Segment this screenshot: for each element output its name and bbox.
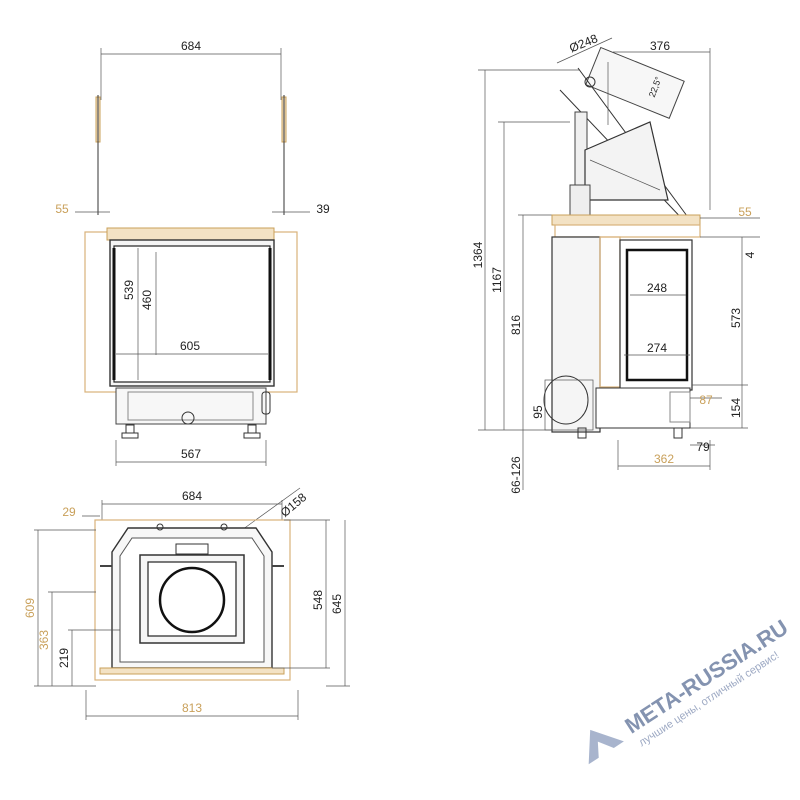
plan-depth-645-label: 645: [330, 594, 344, 614]
side-height-1167-label: 1167: [490, 267, 504, 293]
front-view: 684 55 39 539 460 605: [55, 39, 330, 466]
side-flue-diameter-label: Ø248: [567, 31, 600, 55]
watermark-brand: META-RUSSIA.RU: [620, 615, 792, 739]
front-height-inner-label: 460: [140, 290, 154, 310]
side-dim-154-label: 154: [729, 398, 743, 418]
side-legs-label: 66-126: [509, 456, 523, 494]
side-inner-248-label: 248: [647, 281, 667, 295]
side-total-height-label: 1364: [471, 241, 485, 268]
front-height-outer-label: 539: [122, 280, 136, 300]
side-view: 1364 1167 816 66-126 Ø248 376 22,5°: [471, 31, 760, 494]
plan-view: 684 Ø158 29 609 363 219: [23, 487, 350, 720]
plan-overall-width-label: 813: [182, 701, 202, 715]
side-gap-label: 4: [743, 251, 757, 258]
side-top-offset-label: 376: [650, 39, 670, 53]
plan-depth-219-label: 219: [57, 648, 71, 668]
side-inner-274-label: 274: [647, 341, 667, 355]
front-left-frame-label: 55: [55, 202, 69, 216]
side-dim-87-label: 87: [699, 393, 713, 407]
watermark: META-RUSSIA.RU лучшие цены, отличный сер…: [588, 615, 792, 765]
side-dim-79-label: 79: [696, 440, 710, 454]
plan-depth-548-label: 548: [311, 590, 325, 610]
plan-depth-363-label: 363: [37, 630, 51, 650]
side-frame-label: 55: [738, 205, 752, 219]
plan-top-width-label: 684: [182, 489, 202, 503]
front-right-frame-label: 39: [316, 202, 330, 216]
side-dim-95-label: 95: [531, 405, 545, 419]
plan-air-diameter-label: Ø158: [278, 490, 310, 520]
plan-offset-29-label: 29: [62, 505, 76, 519]
side-depth-label: 362: [654, 452, 674, 466]
plan-depth-609-label: 609: [23, 598, 37, 618]
front-glass-width-label: 605: [180, 339, 200, 353]
side-height-816-label: 816: [509, 315, 523, 335]
brand-logo-icon: [588, 729, 624, 765]
front-top-width-label: 684: [181, 39, 201, 53]
front-base-width-label: 567: [181, 447, 201, 461]
side-height-573-label: 573: [729, 308, 743, 328]
